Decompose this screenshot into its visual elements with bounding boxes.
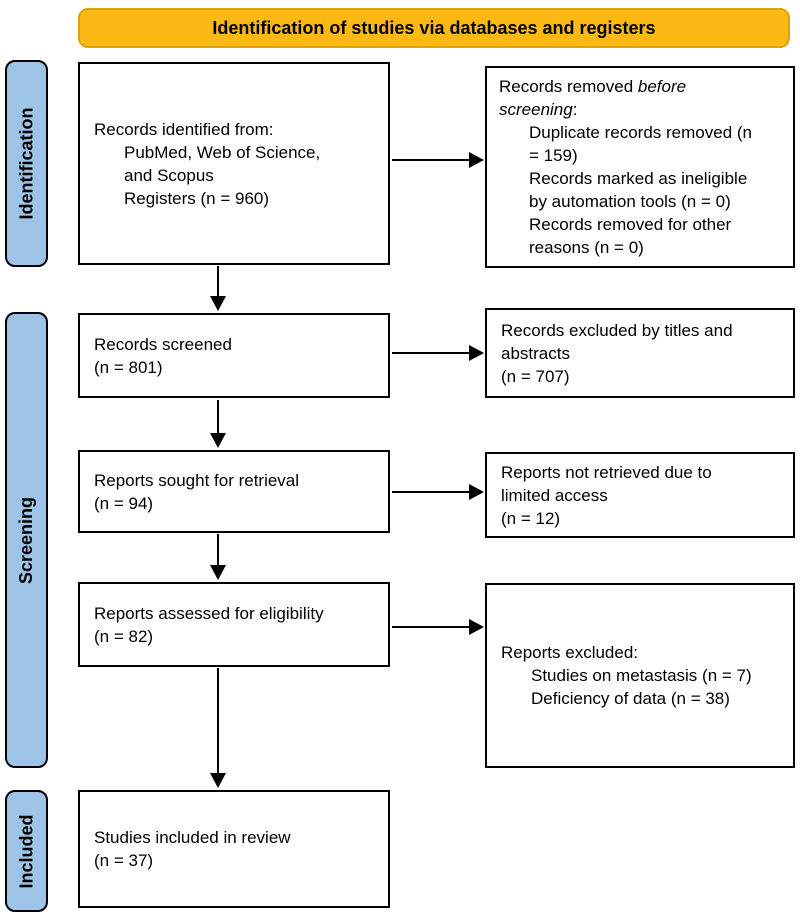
box-reports-excluded: Reports excluded: Studies on metastasis … — [485, 583, 795, 768]
arrowhead-down-icon — [210, 296, 226, 311]
arrowhead-right-icon — [469, 484, 484, 500]
arrowhead-right-icon — [469, 345, 484, 361]
reports-excluded-intro: Reports excluded: — [501, 643, 639, 662]
box-records-removed-before-screening: Records removed before screening: Duplic… — [485, 66, 795, 268]
arrow-shaft — [392, 491, 472, 493]
arrow-assessed-to-included — [210, 668, 226, 788]
reports-assessed-count: (n = 82) — [94, 626, 154, 646]
box-records-excluded: Records excluded by titles and abstracts… — [485, 308, 795, 398]
arrow-identified-to-screened — [210, 266, 226, 311]
arrow-shaft — [392, 159, 472, 161]
records-removed-intro-suffix: : — [572, 100, 578, 119]
box-studies-included: Studies included in review (n = 37) — [78, 790, 390, 908]
arrow-shaft — [392, 626, 472, 628]
stage-screening-text: Screening — [16, 496, 36, 584]
banner-label: Identification of studies via databases … — [212, 17, 656, 38]
records-removed-other: Records removed for other reasons (n = 0… — [529, 215, 732, 257]
stage-label-identification: Identification — [5, 60, 48, 267]
arrow-sought-to-assessed — [210, 534, 226, 580]
arrowhead-down-icon — [210, 433, 226, 448]
stage-label-screening: Screening — [5, 312, 48, 768]
reports-sought-line: Reports sought for retrieval — [94, 470, 300, 490]
box-reports-not-retrieved: Reports not retrieved due to limited acc… — [485, 452, 795, 538]
records-removed-intro-italic: before screening — [499, 77, 687, 119]
arrow-sought-to-not-retrieved — [392, 484, 484, 500]
arrow-screened-to-excluded — [392, 345, 484, 361]
reports-sought-count: (n = 94) — [94, 493, 154, 513]
stage-identification-text: Identification — [16, 107, 36, 220]
studies-included-line: Studies included in review — [94, 828, 291, 847]
records-identified-sources-cont: and Scopus — [124, 165, 214, 185]
box-reports-sought: Reports sought for retrieval (n = 94) — [78, 450, 390, 533]
records-identified-registers-count: Registers (n = 960) — [124, 188, 270, 208]
box-records-screened: Records screened (n = 801) — [78, 313, 390, 398]
arrowhead-right-icon — [469, 152, 484, 168]
arrow-identified-to-removed — [392, 152, 484, 168]
stage-label-included: Included — [5, 790, 48, 912]
records-identified-line: Records identified from: — [94, 119, 274, 139]
arrow-shaft — [217, 534, 219, 568]
studies-included-count: (n = 37) — [94, 851, 154, 870]
arrowhead-down-icon — [210, 565, 226, 580]
records-removed-intro: Records removed before screening: — [499, 75, 759, 121]
records-screened-count: (n = 801) — [94, 357, 163, 377]
box-records-identified: Records identified from: PubMed, Web of … — [78, 62, 390, 265]
records-screened-line: Records screened — [94, 334, 232, 354]
arrow-shaft — [217, 266, 219, 299]
arrowhead-down-icon — [210, 773, 226, 788]
arrow-shaft — [217, 668, 219, 776]
reports-not-retrieved-line: Reports not retrieved due to limited acc… — [501, 462, 712, 505]
arrow-shaft — [392, 352, 472, 354]
arrowhead-right-icon — [469, 619, 484, 635]
records-excluded-line: Records excluded by titles and abstracts — [501, 320, 733, 363]
reports-excluded-metastasis: Studies on metastasis (n = 7) — [531, 666, 752, 685]
arrow-screened-to-sought — [210, 400, 226, 448]
records-removed-intro-prefix: Records removed — [499, 77, 638, 96]
banner-identification-via-databases: Identification of studies via databases … — [78, 8, 790, 48]
records-excluded-count: (n = 707) — [501, 366, 570, 386]
reports-assessed-line: Reports assessed for eligibility — [94, 603, 324, 623]
box-reports-assessed: Reports assessed for eligibility (n = 82… — [78, 582, 390, 667]
reports-excluded-deficiency: Deficiency of data (n = 38) — [531, 689, 730, 708]
arrow-assessed-to-excluded — [392, 619, 484, 635]
records-identified-sources: PubMed, Web of Science, — [124, 142, 321, 162]
arrow-shaft — [217, 400, 219, 436]
stage-included-text: Included — [16, 813, 37, 889]
records-removed-duplicates: Duplicate records removed (n = 159) — [529, 123, 752, 165]
reports-not-retrieved-count: (n = 12) — [501, 508, 561, 528]
records-removed-automation: Records marked as ineligible by automati… — [529, 169, 748, 211]
